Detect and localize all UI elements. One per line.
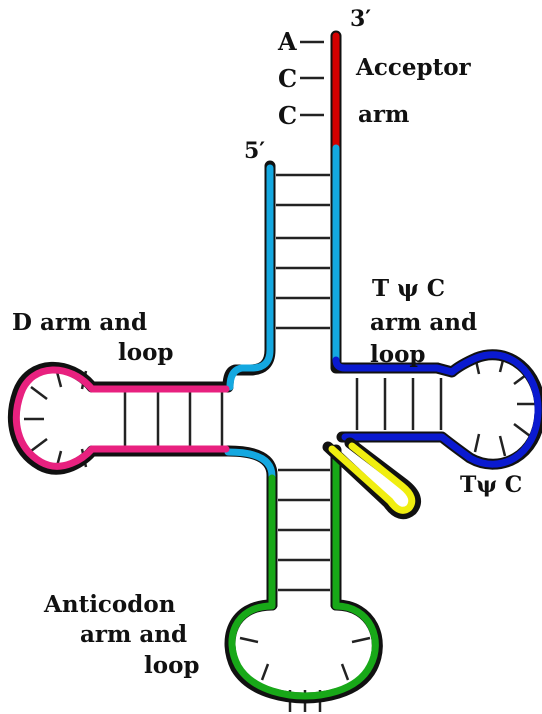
tpsic-arm-label-line1: T ψ C	[372, 275, 445, 302]
anticodon-arm-strand	[228, 448, 379, 700]
tpsic-arm-label-line2: arm and	[370, 309, 477, 336]
anticodon-arm-label-line1: Anticodon	[43, 591, 176, 618]
variable-loop	[322, 437, 422, 520]
anticodon-arm-label-line3: loop	[144, 652, 200, 679]
anticodon-arm-label-line2: arm and	[80, 621, 187, 648]
tpsic-loop-label: Tψ C	[460, 472, 522, 498]
nucleotide-c1-label: C	[278, 64, 297, 93]
acceptor-arm-label-line1: Acceptor	[355, 54, 472, 81]
nucleotide-a-label: A	[277, 27, 297, 56]
three-prime-label: 3′	[350, 6, 371, 32]
tpsic-arm-base-pairs	[355, 378, 443, 430]
five-prime-label: 5′	[244, 138, 265, 164]
anticodon-stem-base-pairs	[278, 468, 330, 592]
acceptor-stem-base-pairs	[276, 173, 330, 330]
tpsic-arm-label-line3: loop	[370, 341, 426, 368]
tpsic-arm-strand	[332, 351, 542, 468]
d-arm-strand	[12, 366, 230, 470]
acceptor-arm-label-line2: arm	[358, 101, 409, 128]
d-arm-label-line1: D arm and	[12, 309, 147, 336]
d-arm-base-pairs	[123, 392, 224, 446]
d-arm-label-line2: loop	[118, 339, 174, 366]
nucleotide-c2-label: C	[278, 101, 297, 130]
acceptor-stem-strand	[224, 144, 340, 480]
